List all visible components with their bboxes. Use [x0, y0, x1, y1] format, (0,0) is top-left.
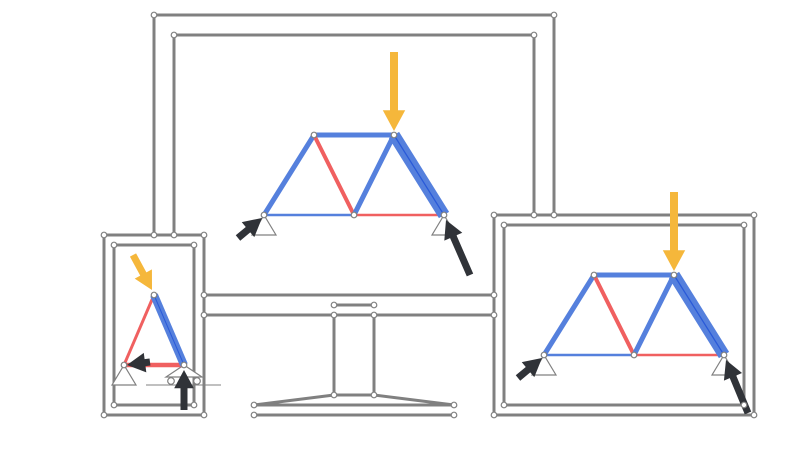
truss-member — [592, 274, 636, 356]
reaction-arrow — [174, 370, 194, 410]
truss-joint — [590, 271, 598, 279]
tablet-inner-frame — [502, 223, 746, 407]
frame-node — [100, 231, 108, 239]
frame-node — [490, 211, 498, 219]
frame-node — [550, 11, 558, 19]
reaction-arrow — [127, 352, 151, 373]
frame-node — [190, 241, 198, 249]
roller-wheel — [167, 377, 175, 385]
frame-node — [330, 311, 338, 319]
frame-node — [450, 411, 458, 419]
reaction-arrow — [235, 218, 262, 241]
frame-node — [250, 401, 258, 409]
reaction-arrow — [444, 220, 474, 277]
frame-node — [530, 31, 538, 39]
frame-node — [490, 411, 498, 419]
frame-node — [150, 231, 158, 239]
pin-support-icon — [110, 363, 138, 386]
truss-member — [631, 273, 677, 357]
truss-member — [122, 294, 156, 366]
phone-inner-frame — [112, 243, 196, 407]
truss-joint — [150, 291, 158, 299]
frame-node — [100, 411, 108, 419]
frame-node — [530, 211, 538, 219]
trusses — [110, 52, 752, 415]
frame-node — [200, 291, 208, 299]
frame-node — [330, 301, 338, 309]
frame-node — [330, 391, 338, 399]
applied-load-arrow — [129, 253, 152, 290]
frame-node — [750, 411, 758, 419]
roller-wheel — [193, 377, 201, 385]
reaction-arrow — [723, 360, 752, 415]
frame-node — [500, 401, 508, 409]
truss-joint — [350, 211, 358, 219]
applied-load-arrow — [382, 52, 406, 131]
frame-node — [190, 401, 198, 409]
truss-joint — [260, 211, 268, 219]
frame-node — [450, 401, 458, 409]
frame-node — [370, 311, 378, 319]
frame-node — [170, 231, 178, 239]
truss-joint — [540, 351, 548, 359]
applied-load-arrow — [662, 192, 686, 271]
truss-joint — [310, 131, 318, 139]
frame-node — [370, 301, 378, 309]
truss-member — [351, 133, 397, 217]
frame-node — [200, 311, 208, 319]
frame-node — [750, 211, 758, 219]
frame-node — [550, 211, 558, 219]
frame-node — [170, 31, 178, 39]
truss-joint — [180, 361, 188, 369]
frame-node — [200, 411, 208, 419]
frame-node — [110, 241, 118, 249]
truss-joint — [120, 361, 128, 369]
truss-member — [393, 134, 445, 216]
monitor-inner-frame — [172, 33, 536, 235]
truss-member — [541, 273, 597, 357]
frame-nodes — [100, 11, 758, 419]
truss-joint — [390, 131, 398, 139]
tablet-outer-frame — [492, 213, 756, 417]
truss-member — [261, 133, 317, 217]
frame-node — [740, 221, 748, 229]
frame-node — [250, 411, 258, 419]
truss-joint — [630, 351, 638, 359]
monitor-base-top — [253, 393, 455, 407]
truss-joint — [720, 351, 728, 359]
frame-node — [490, 311, 498, 319]
truss-member — [312, 134, 356, 216]
monitor-outer-frame — [152, 13, 556, 235]
frame-node — [110, 401, 118, 409]
reaction-arrow — [515, 358, 542, 381]
truss-joint — [670, 271, 678, 279]
frame-node — [370, 391, 378, 399]
truss-joint — [440, 211, 448, 219]
truss-member — [153, 294, 185, 366]
frame-node — [500, 221, 508, 229]
truss-member — [673, 274, 725, 356]
frame-node — [740, 401, 748, 409]
frame-node — [490, 291, 498, 299]
frame-node — [200, 231, 208, 239]
frame-node — [150, 11, 158, 19]
